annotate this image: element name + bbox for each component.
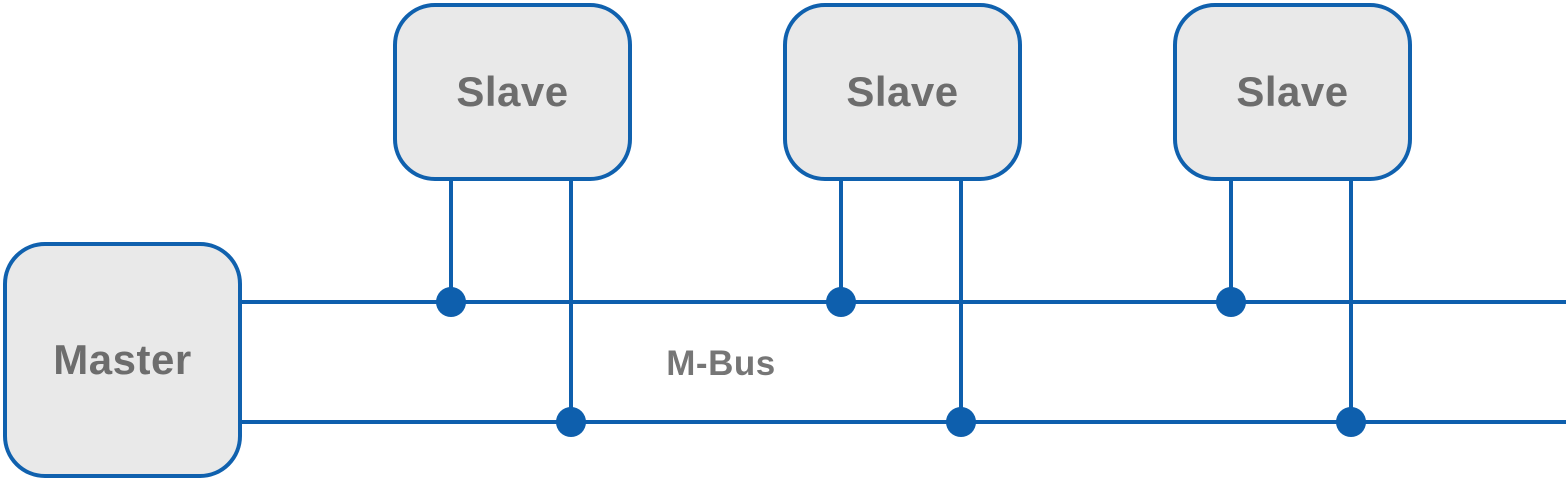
junction-dot bbox=[826, 287, 856, 317]
slave1-connector-top-bus bbox=[449, 181, 453, 302]
master-node: Master bbox=[3, 242, 242, 478]
slave-node-label: Slave bbox=[1236, 68, 1349, 115]
slave-node-label: Slave bbox=[846, 68, 959, 115]
slave-node-3: Slave bbox=[1173, 3, 1412, 181]
junction-dot bbox=[556, 407, 586, 437]
junction-dot bbox=[1216, 287, 1246, 317]
slave2-connector-bottom-bus bbox=[959, 181, 963, 422]
junction-dot bbox=[436, 287, 466, 317]
slave1-connector-bottom-bus bbox=[569, 181, 573, 422]
slave2-connector-top-bus bbox=[839, 181, 843, 302]
slave-node-2: Slave bbox=[783, 3, 1022, 181]
slave3-connector-top-bus bbox=[1229, 181, 1233, 302]
junction-dot bbox=[946, 407, 976, 437]
bus-wire-bottom bbox=[240, 420, 1566, 424]
junction-dot bbox=[1336, 407, 1366, 437]
bus-label: M-Bus bbox=[666, 344, 776, 383]
slave3-connector-bottom-bus bbox=[1349, 181, 1353, 422]
master-node-label: Master bbox=[53, 336, 192, 383]
slave-node-1: Slave bbox=[393, 3, 632, 181]
bus-wire-top bbox=[240, 300, 1566, 304]
slave-node-label: Slave bbox=[456, 68, 569, 115]
